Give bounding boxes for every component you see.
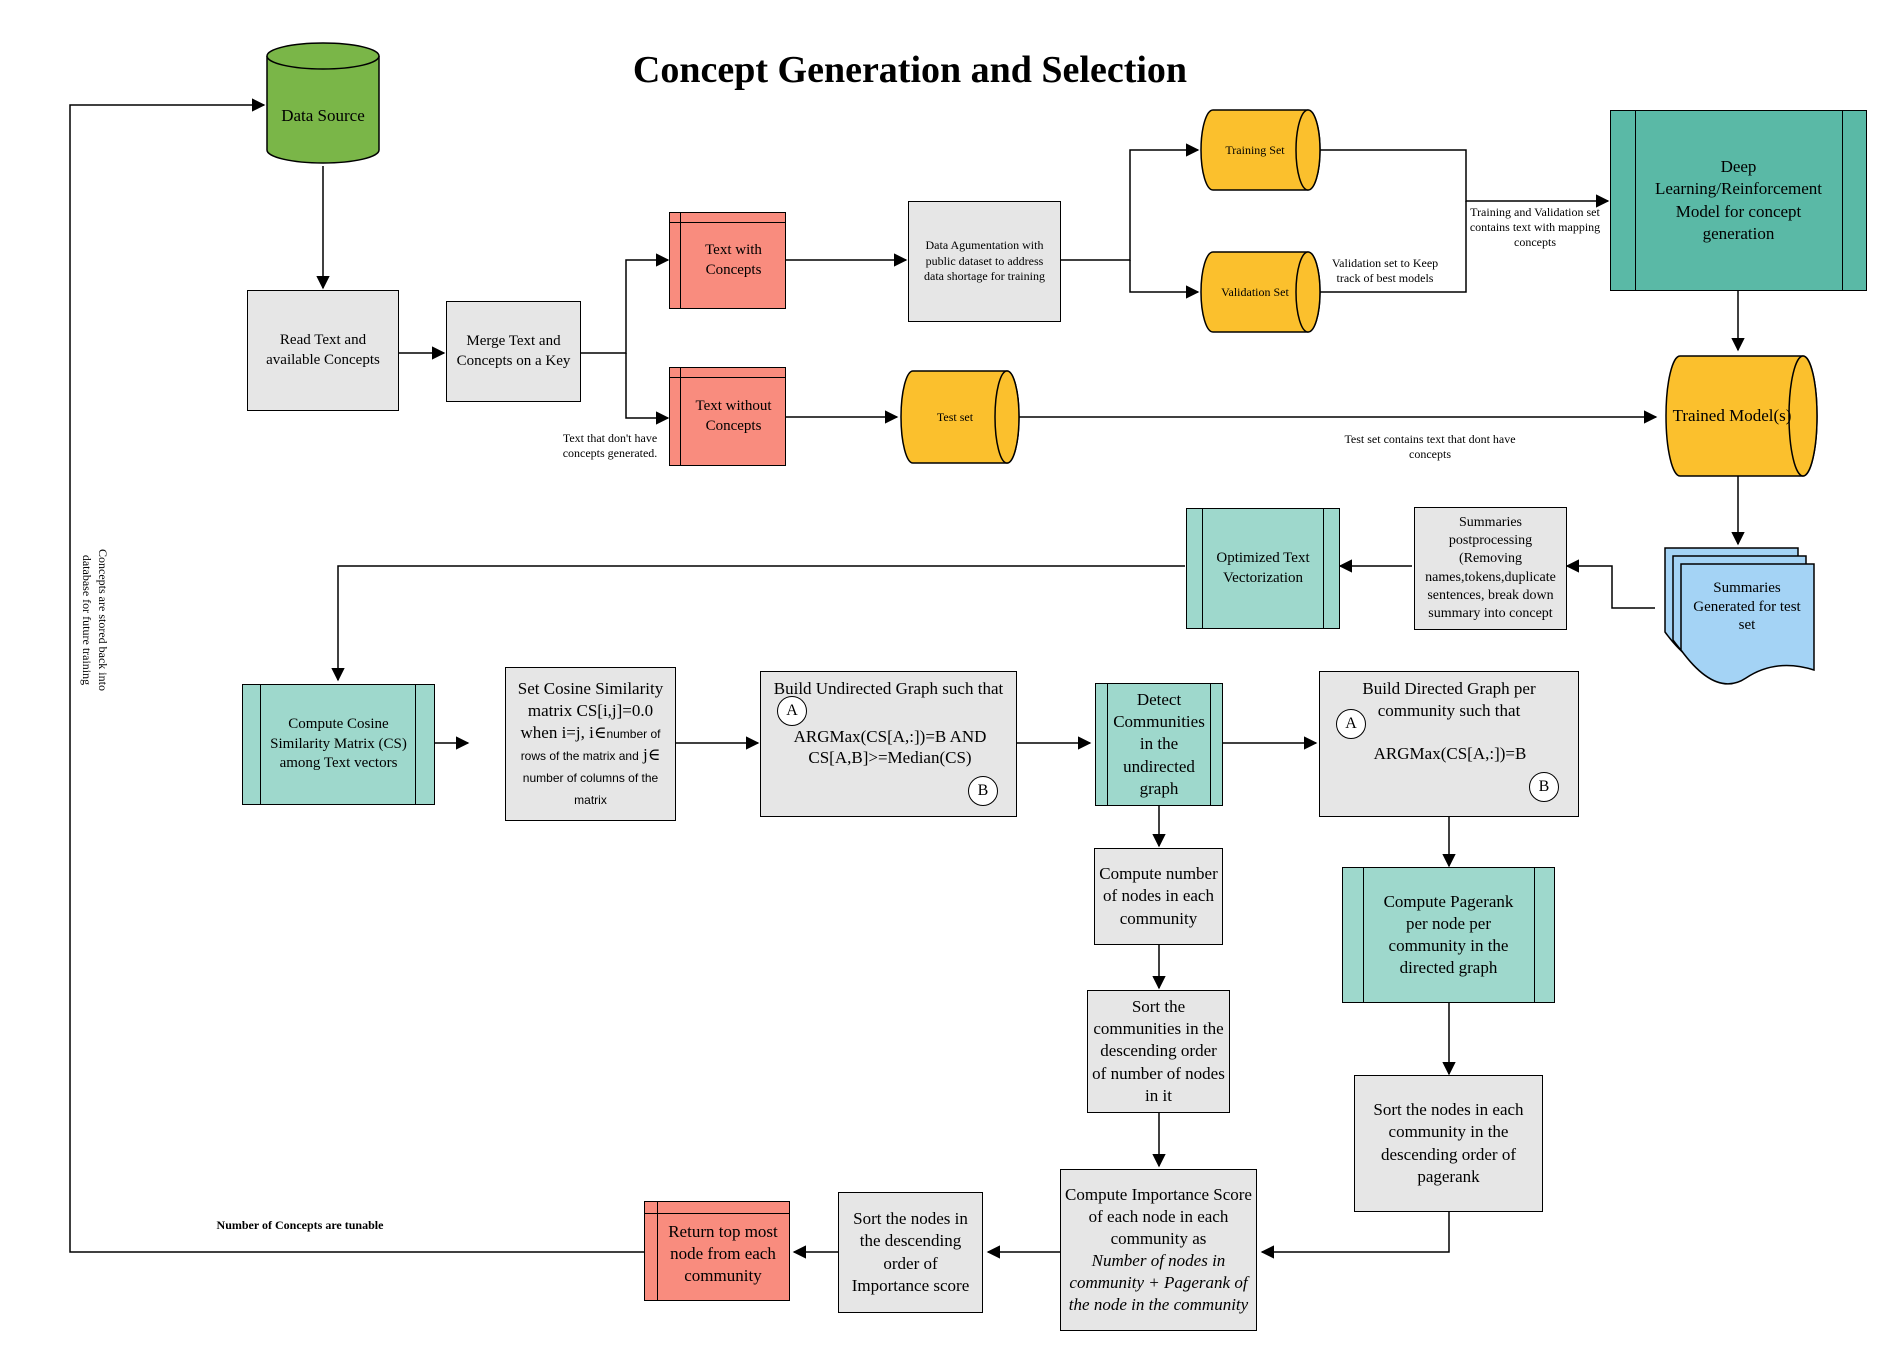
read-text-box: Read Text and available Concepts bbox=[247, 290, 399, 411]
cosine-box: Compute Cosine Similarity Matrix (CS) am… bbox=[242, 684, 435, 805]
postprocessing-box: Summaries postprocessing (Removing names… bbox=[1414, 507, 1567, 630]
summaries-documents bbox=[1664, 547, 1815, 685]
box-stripe bbox=[260, 685, 261, 804]
tunable-note: Number of Concepts are tunable bbox=[216, 1218, 384, 1232]
training-set-cylinder bbox=[1200, 109, 1321, 191]
trained-model-cylinder bbox=[1665, 355, 1818, 477]
undirected-rule: ARGMax(CS[A,:])=B AND CS[A,B]>=Median(CS… bbox=[793, 727, 987, 768]
sort-communities-box: Sort the communities in the descending o… bbox=[1087, 990, 1230, 1113]
augmentation-box: Data Agumentation with public dataset to… bbox=[908, 201, 1061, 322]
test-set-label: Test set bbox=[936, 409, 974, 424]
deep-model-label: Deep Learning/Reinforcement Model for co… bbox=[1654, 157, 1823, 243]
text-without-concepts-box: Text without Concepts bbox=[669, 367, 786, 466]
pagerank-box: Compute Pagerank per node per community … bbox=[1342, 867, 1555, 1003]
merge-text-label: Merge Text and Concepts on a Key bbox=[456, 333, 571, 369]
box-stripe bbox=[1842, 111, 1843, 290]
box-stripe bbox=[415, 685, 416, 804]
box-stripe bbox=[1202, 509, 1203, 628]
set-cosine-cols: number of columns of the matrix bbox=[522, 771, 659, 808]
set-cosine-main: Set Cosine Similarity matrix CS[i,j]=0.0… bbox=[517, 678, 664, 742]
set-cosine-rows: number of rows of the matrix and bbox=[520, 726, 661, 763]
merge-text-box: Merge Text and Concepts on a Key bbox=[446, 301, 581, 402]
box-stripe bbox=[680, 368, 681, 465]
sort-importance-label: Sort the nodes in the descending order o… bbox=[851, 1209, 970, 1295]
box-stripe bbox=[1323, 509, 1324, 628]
training-note: Training and Validation set contains tex… bbox=[1469, 205, 1601, 249]
box-stripe bbox=[670, 222, 785, 223]
return-top-label: Return top most node from each community bbox=[668, 1221, 778, 1286]
read-text-label: Read Text and available Concepts bbox=[266, 332, 380, 368]
node-b-circle: B bbox=[1529, 772, 1559, 802]
importance-score-box: Compute Importance Score of each node in… bbox=[1060, 1169, 1257, 1331]
validation-set-label: Validation Set bbox=[1221, 284, 1289, 299]
sort-importance-box: Sort the nodes in the descending order o… bbox=[838, 1192, 983, 1313]
trained-model-label: Trained Model(s) bbox=[1672, 406, 1792, 426]
augmentation-label: Data Agumentation with public dataset to… bbox=[924, 238, 1045, 284]
importance-score-formula: Number of nodes in community + Pagerank … bbox=[1068, 1251, 1249, 1315]
count-nodes-box: Compute number of nodes in each communit… bbox=[1094, 848, 1223, 945]
box-stripe bbox=[1534, 868, 1535, 1002]
box-stripe bbox=[657, 1202, 658, 1300]
count-nodes-label: Compute number of nodes in each communit… bbox=[1099, 864, 1218, 928]
box-stripe bbox=[1363, 868, 1364, 1002]
node-a-circle: A bbox=[1336, 709, 1366, 739]
box-stripe bbox=[680, 213, 681, 308]
set-cosine-text: Set Cosine Similarity matrix CS[i,j]=0.0… bbox=[512, 678, 669, 811]
deep-model-box: Deep Learning/Reinforcement Model for co… bbox=[1610, 110, 1867, 291]
test-note: Test set contains text that dont have co… bbox=[1344, 432, 1516, 461]
cosine-label: Compute Cosine Similarity Matrix (CS) am… bbox=[270, 716, 407, 772]
summaries-label: Summaries Generated for test set bbox=[1693, 579, 1801, 634]
sort-pagerank-label: Sort the nodes in each community in the … bbox=[1373, 1100, 1524, 1186]
detect-communities-box: Detect Communities in the undirected gra… bbox=[1095, 683, 1223, 806]
validation-note: Validation set to Keep track of best mod… bbox=[1331, 256, 1439, 285]
box-stripe bbox=[1107, 684, 1108, 805]
directed-title: Build Directed Graph per community such … bbox=[1362, 679, 1536, 721]
node-b-circle: B bbox=[968, 776, 998, 806]
box-stripe bbox=[645, 1213, 789, 1214]
vectorization-label: Optimized Text Vectorization bbox=[1216, 550, 1310, 586]
importance-score-label: Compute Importance Score of each node in… bbox=[1065, 1184, 1252, 1248]
sort-communities-label: Sort the communities in the descending o… bbox=[1092, 997, 1225, 1105]
text-with-concepts-box: Text with Concepts bbox=[669, 212, 786, 309]
box-stripe bbox=[670, 377, 785, 378]
data-source-label: Data Source bbox=[281, 106, 365, 126]
diagram-title: Concept Generation and Selection bbox=[632, 49, 1188, 91]
return-top-box: Return top most node from each community bbox=[644, 1201, 790, 1301]
detect-communities-label: Detect Communities in the undirected gra… bbox=[1113, 690, 1205, 798]
training-set-label: Training Set bbox=[1225, 142, 1285, 157]
pagerank-label: Compute Pagerank per node per community … bbox=[1383, 891, 1514, 978]
box-stripe bbox=[1635, 111, 1636, 290]
text-without-concepts-label: Text without Concepts bbox=[695, 398, 772, 434]
box-stripe bbox=[1210, 684, 1211, 805]
set-cosine-box: Set Cosine Similarity matrix CS[i,j]=0.0… bbox=[505, 667, 676, 821]
directed-rule: ARGMax(CS[A,:])=B bbox=[1373, 744, 1527, 763]
postprocessing-label: Summaries postprocessing (Removing names… bbox=[1425, 514, 1556, 621]
undirected-title: Build Undirected Graph such that bbox=[773, 679, 1004, 698]
validation-set-cylinder bbox=[1200, 251, 1321, 333]
sort-pagerank-box: Sort the nodes in each community in the … bbox=[1354, 1075, 1543, 1212]
vectorization-box: Optimized Text Vectorization bbox=[1186, 508, 1340, 629]
data-source-cylinder bbox=[266, 42, 380, 164]
connectors bbox=[69, 98, 1745, 1259]
set-cosine-j: j∈ bbox=[638, 745, 661, 764]
stored-back-note: Concepts are stored back into database f… bbox=[80, 549, 110, 691]
text-with-concepts-label: Text with Concepts bbox=[705, 242, 762, 278]
node-a-circle: A bbox=[777, 696, 807, 726]
no-concepts-note: Text that don't have concepts generated. bbox=[562, 431, 658, 460]
